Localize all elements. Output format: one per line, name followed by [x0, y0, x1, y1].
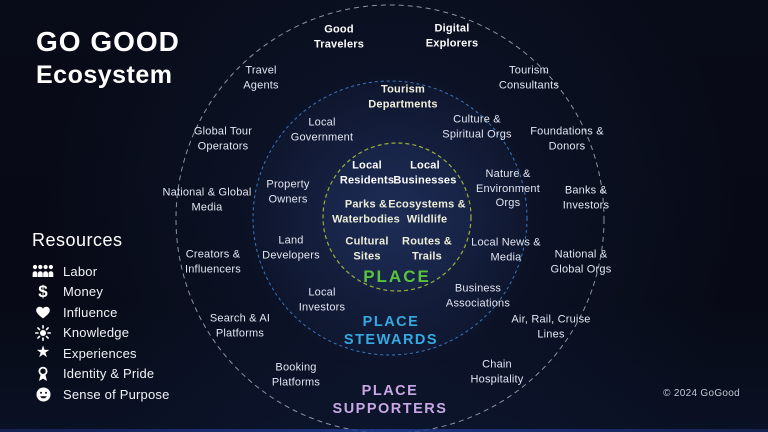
node-parks-waterbodies: Parks & Waterbodies — [332, 198, 400, 225]
node-nature-environment-orgs: Nature & Environment Orgs — [476, 168, 540, 210]
outer-ring-circle — [175, 4, 605, 432]
resources-legend: Resources Labor $ Money Influence Knowle… — [32, 230, 170, 405]
bottom-edge-bar — [0, 429, 768, 432]
node-digital-explorers: Digital Explorers — [425, 22, 479, 49]
node-local-investors: Local Investors — [298, 286, 346, 313]
node-local-businesses: Local Businesses — [393, 159, 457, 186]
node-tourism-departments: Tourism Departments — [368, 83, 438, 110]
legend-item-knowledge: Knowledge — [32, 323, 170, 344]
legend-label: Knowledge — [63, 325, 130, 341]
node-booking-platforms: Booking Platforms — [271, 361, 321, 388]
brand-title: GO GOOD Ecosystem — [36, 26, 180, 90]
legend-item-labor: Labor — [32, 261, 170, 282]
ring-label-place: PLACE — [363, 266, 431, 286]
node-national-global-orgs: National & Global Orgs — [550, 248, 612, 275]
node-global-tour-operators: Global Tour Operators — [193, 125, 253, 152]
node-land-developers: Land Developers — [262, 234, 320, 261]
legend-label: Identity & Pride — [63, 366, 155, 382]
node-travel-agents: Travel Agents — [243, 64, 279, 91]
legend-label: Experiences — [63, 345, 137, 361]
legend-label: Influence — [63, 304, 118, 320]
node-national-global-media: National & Global Media — [162, 186, 252, 213]
node-local-news-media: Local News & Media — [471, 236, 541, 263]
brand-title-line1: GO GOOD — [36, 26, 180, 57]
ring-label-place-stewards: PLACE STEWARDS — [343, 313, 439, 348]
node-property-owners: Property Owners — [266, 178, 310, 205]
node-cultural-sites: Cultural Sites — [345, 235, 389, 262]
legend-label: Sense of Purpose — [63, 386, 170, 402]
node-foundations-donors: Foundations & Donors — [530, 125, 604, 152]
medal-icon — [32, 366, 54, 382]
legend-item-identity-pride: Identity & Pride — [32, 364, 170, 385]
node-creators-influencers: Creators & Influencers — [184, 248, 241, 275]
star-icon: ★ — [35, 344, 51, 362]
node-good-travelers: Good Travelers — [313, 23, 365, 50]
sun-icon — [32, 324, 54, 341]
node-search-ai-platforms: Search & AI Platforms — [209, 312, 271, 339]
middle-ring-circle — [252, 80, 528, 356]
node-tourism-consultants: Tourism Consultants — [498, 64, 560, 91]
brand-title-line2: Ecosystem — [36, 61, 173, 89]
inner-ring-circle — [322, 142, 472, 292]
node-chain-hospitality: Chain Hospitality — [470, 358, 524, 385]
copyright-text: © 2024 GoGood — [663, 388, 740, 399]
node-culture-spiritual-orgs: Culture & Spiritual Orgs — [442, 113, 512, 140]
node-business-associations: Business Associations — [445, 282, 511, 309]
ring-label-place-supporters: PLACE SUPPORTERS — [332, 382, 448, 417]
dollar-icon: $ — [38, 282, 48, 302]
node-banks-investors: Banks & Investors — [562, 184, 610, 211]
node-routes-trails: Routes & Trails — [402, 235, 452, 262]
legend-item-money: $ Money — [32, 282, 170, 303]
heart-icon — [32, 304, 54, 320]
node-ecosystems-wildlife: Ecosystems & Wildlife — [388, 198, 466, 225]
legend-label: Labor — [63, 263, 98, 279]
resources-heading: Resources — [32, 230, 123, 250]
smiley-icon — [32, 386, 54, 402]
people-icon — [32, 263, 54, 279]
node-air-rail-cruise-lines: Air, Rail, Cruise Lines — [511, 313, 591, 340]
node-local-government: Local Government — [290, 116, 354, 143]
node-local-residents: Local Residents — [339, 159, 395, 186]
legend-item-influence: Influence — [32, 302, 170, 323]
legend-label: Money — [63, 284, 104, 300]
legend-item-sense-of-purpose: Sense of Purpose — [32, 384, 170, 405]
legend-item-experiences: ★ Experiences — [32, 343, 170, 364]
